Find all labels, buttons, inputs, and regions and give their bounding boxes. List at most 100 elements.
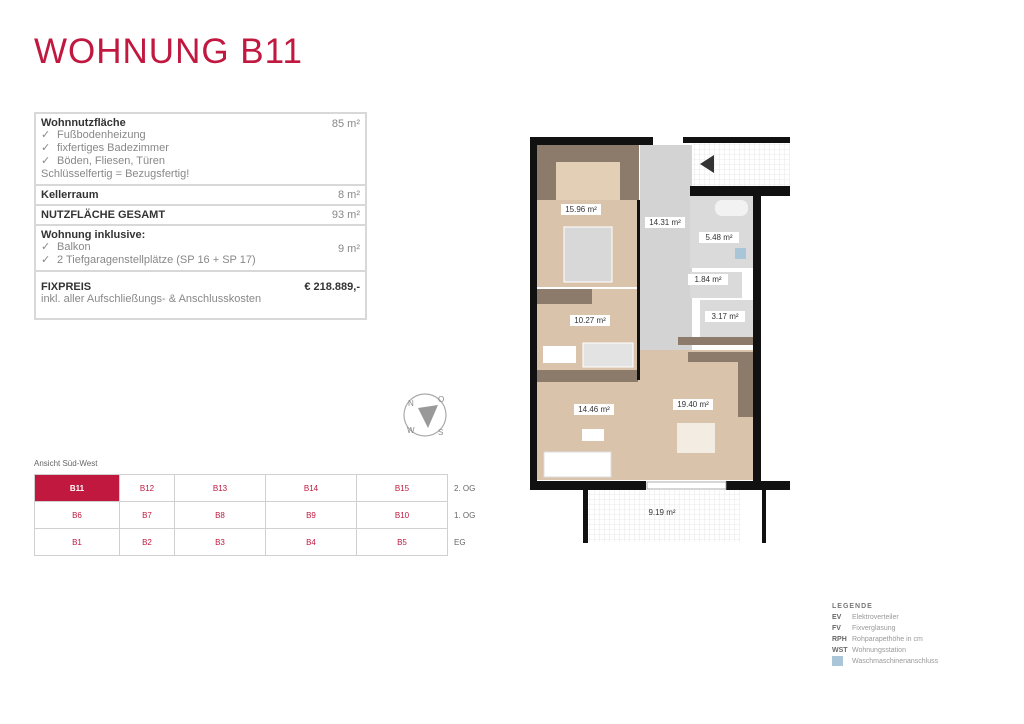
unit-b10[interactable]: B10 [356,501,448,529]
room-area-label: 14.46 m² [578,405,610,414]
legend-item: WST Wohnungsstation [832,645,938,656]
room-area-label: 15.96 m² [565,205,597,214]
legend-text: Waschmaschinenanschluss [852,658,939,665]
wohnnutzflaeche-section: Wohnnutzfläche 85 m² ✓ Fußbodenheizung ✓ f… [36,114,365,186]
room-living [638,350,753,480]
legend-key: WST [832,647,848,654]
terrace-arrow-icon [700,155,714,173]
legend-item: RPH Rohparapethöhe in cm [832,634,938,645]
window [646,481,727,490]
walls [530,137,790,490]
unit-b2[interactable]: B2 [119,528,175,556]
legend-item: EV Elektroverteiler [832,612,938,623]
kellerraum-section: Kellerraum 8 m² [36,186,365,206]
floor-label: 2. OG [454,483,476,493]
room-label-bg [673,399,713,410]
info-box: Wohnnutzfläche 85 m² ✓ Fußbodenheizung ✓ f… [34,112,367,320]
legend-key: FV [832,625,841,632]
compass-o: O [438,395,444,404]
room-area-label: 10.27 m² [574,316,606,325]
room-label-bg [574,404,614,415]
compass-icon: N O S W [403,393,447,437]
fixpreis-value: € 218.889,- [304,281,360,293]
compass-s: S [438,428,443,437]
floor-label: 1. OG [454,510,476,520]
unit-b6[interactable]: B6 [34,501,120,529]
legend-key: RPH [832,636,847,643]
inklusive-label: Wohnung inklusive: [41,229,146,241]
unit-b11[interactable]: B11 [34,474,120,502]
check-icon: ✓ [41,254,51,266]
inklusive-item: ✓ Balkon [41,241,360,254]
fixpreis-note: inkl. aller Aufschließungs- & Anschlussk… [41,293,262,305]
wohnnutzflaeche-label: Wohnnutzfläche [41,117,126,129]
feature-text: fixfertiges Badezimmer [57,142,169,154]
unit-b1[interactable]: B1 [34,528,120,556]
room-area-label: 5.48 m² [705,233,732,242]
compass-w: W [407,426,415,435]
room-label-bg [699,232,739,243]
gesamt-value: 93 m² [331,209,360,221]
washer-icon [735,248,746,259]
unit-b15[interactable]: B15 [356,474,448,502]
feature-item: ✓ Böden, Fliesen, Türen [41,155,360,168]
room-label-bg [561,204,601,215]
unit-b4[interactable]: B4 [265,528,357,556]
compass-needle [418,405,438,428]
hallway [640,145,692,350]
legend-item-washer: Waschmaschinenanschluss [832,656,938,667]
feature-text: Fußbodenheizung [57,129,146,141]
legend-text: Elektroverteiler [852,614,899,621]
kellerraum-value: 8 m² [338,189,360,201]
unit-b14[interactable]: B14 [265,474,357,502]
room-label-bg [645,217,685,228]
unit-b5[interactable]: B5 [356,528,448,556]
room-label-bg [688,274,728,285]
floor-label: EG [454,537,466,547]
sofa [543,451,612,478]
unit-b13[interactable]: B13 [174,474,266,502]
bed [563,226,613,283]
balkon-value: 9 m² [338,243,360,255]
legend-text: Wohnungsstation [852,647,906,654]
inklusive-item: ✓ 2 Tiefgaragenstellplätze (SP 16 + SP 17… [41,254,360,267]
inklusive-text: Balkon [57,241,91,253]
unit-b7[interactable]: B7 [119,501,175,529]
wohnnutzflaeche-value: 85 m² [331,118,360,130]
view-label: Ansicht Süd-West [34,459,98,468]
feature-item: ✓ fixfertiges Badezimmer [41,142,360,155]
check-icon: ✓ [41,129,51,141]
inklusive-section: Wohnung inklusive: 9 m² ✓ Balkon ✓ 2 Tiefg… [36,226,365,272]
page-title: WOHNUNG B11 [34,32,303,71]
legend-text: Rohparapethöhe in cm [852,636,923,643]
feature-text: Böden, Fliesen, Türen [57,155,166,167]
feature-note: Schlüsselfertig = Bezugsfertig! [41,168,190,180]
room-label-bg [705,311,745,322]
inklusive-text: 2 Tiefgaragenstellplätze (SP 16 + SP 17) [57,254,256,266]
unit-b3[interactable]: B3 [174,528,266,556]
check-icon: ✓ [41,241,51,253]
legend-title: LEGENDE [832,603,873,610]
legend-item: FV Fixverglasung [832,623,938,634]
dining-table [677,423,715,453]
room-area-label: 19.40 m² [677,400,709,409]
fixpreis-section: FIXPREIS € 218.889,- inkl. aller Aufschl… [36,272,365,318]
check-icon: ✓ [41,155,51,167]
room-area-label: 9.19 m² [648,508,675,517]
unit-b9[interactable]: B9 [265,501,357,529]
kellerraum-label: Kellerraum [41,189,99,201]
legend-text: Fixverglasung [852,625,896,632]
legend-key: EV [832,614,842,621]
unit-b8[interactable]: B8 [174,501,266,529]
fixpreis-label: FIXPREIS [41,281,92,293]
washer-icon [832,656,843,667]
room-area-label: 14.31 m² [649,218,681,227]
check-icon: ✓ [41,142,51,154]
gesamt-label: NUTZFLÄCHE GESAMT [41,209,166,221]
compass-n: N [408,399,414,408]
feature-item: ✓ Fußbodenheizung [41,129,360,142]
